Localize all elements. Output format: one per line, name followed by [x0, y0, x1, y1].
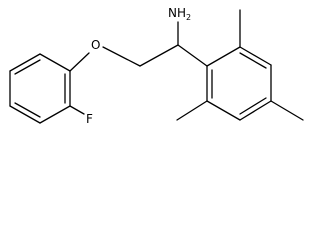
bond [239, 100, 272, 121]
bond [14, 102, 41, 118]
bond [9, 53, 41, 72]
bond [39, 53, 71, 72]
bond [206, 46, 241, 67]
bond-o-ch2 [102, 46, 141, 67]
bond [9, 105, 41, 124]
bond [39, 105, 71, 124]
bond [206, 100, 241, 121]
chemical-structure: F O NH2 [9, 6, 304, 126]
fluorophenyl-ring [9, 53, 71, 124]
fluorine-label: F [86, 112, 93, 126]
methyl-bond-para [270, 100, 304, 121]
bond [239, 97, 267, 115]
bond [14, 59, 41, 75]
bond [239, 46, 272, 66]
bond [239, 52, 267, 69]
amine-label-subscript: 2 [186, 13, 191, 22]
amine-label-text: NH [168, 6, 186, 20]
amine-label: NH2 [168, 6, 191, 22]
methyl-bond-bottom [176, 100, 208, 121]
bond-c-f [69, 105, 85, 115]
bond-c-o [69, 52, 90, 72]
mesityl-ring [206, 46, 272, 121]
bond-ch-aryl [177, 44, 208, 67]
ether-oxygen-label: O [91, 38, 100, 52]
bond-ch2-ch [139, 44, 179, 67]
